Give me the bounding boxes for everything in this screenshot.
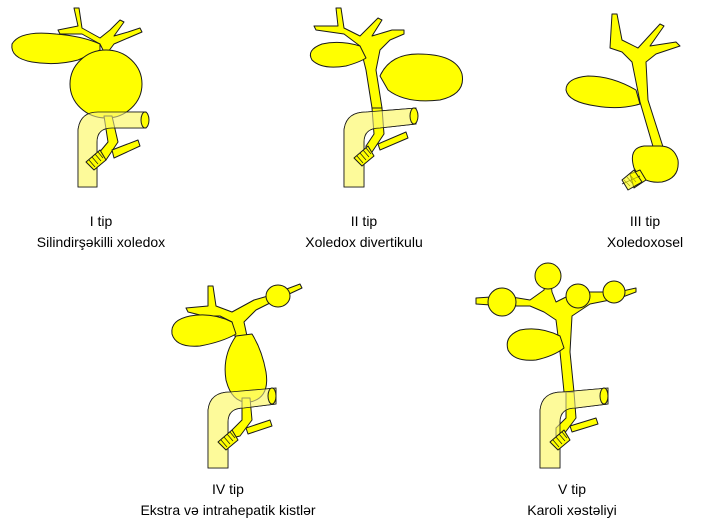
- type-5-gallbladder: [507, 329, 564, 360]
- type-4-label: IV tip: [108, 479, 348, 500]
- type-4-caption: IV tip Ekstra və intrahepatik kistlər: [108, 479, 348, 521]
- type-1-duct-opening: [141, 112, 149, 128]
- type-3-illustration: [566, 14, 680, 190]
- type-5-cyst-right: [603, 281, 625, 303]
- type-2-illustration: [310, 8, 462, 187]
- type-5-label: V tip: [452, 479, 692, 500]
- type-1-cyst: [70, 50, 142, 118]
- type-3-name: Xoledoxosel: [525, 232, 717, 253]
- type-5-illustration: [476, 263, 636, 468]
- type-4-duct-opening: [268, 388, 276, 404]
- type-4-gallbladder: [172, 315, 236, 346]
- type-2-gallbladder: [310, 42, 366, 67]
- type-5-duct-opening: [600, 388, 608, 404]
- type-2-diverticulum: [380, 54, 463, 101]
- type-5-cyst-left: [488, 288, 516, 316]
- type-4-illustration: [172, 284, 302, 468]
- type-1-name: Silindirşəkilli xoledox: [0, 232, 221, 253]
- type-5-caption: V tip Karoli xəstəliyi: [452, 479, 692, 521]
- type-3-label: III tip: [525, 211, 717, 232]
- type-2-name: Xoledox divertikulu: [244, 232, 484, 253]
- type-3-gallbladder: [566, 76, 640, 108]
- type-1-label: I tip: [0, 211, 221, 232]
- type-5-cyst-top: [535, 263, 561, 289]
- type-1-caption: I tip Silindirşəkilli xoledox: [0, 211, 221, 253]
- type-4-name: Ekstra və intrahepatik kistlər: [108, 500, 348, 521]
- type-4-intrahepatic-cyst: [266, 285, 290, 307]
- type-2-duct-opening: [410, 108, 418, 124]
- type-5-name: Karoli xəstəliyi: [452, 500, 692, 521]
- type-1-illustration: [12, 8, 149, 187]
- type-3-caption: III tip Xoledoxosel: [525, 211, 717, 253]
- type-2-label: II tip: [244, 211, 484, 232]
- type-5-cyst-mid: [566, 284, 590, 308]
- type-2-caption: II tip Xoledox divertikulu: [244, 211, 484, 253]
